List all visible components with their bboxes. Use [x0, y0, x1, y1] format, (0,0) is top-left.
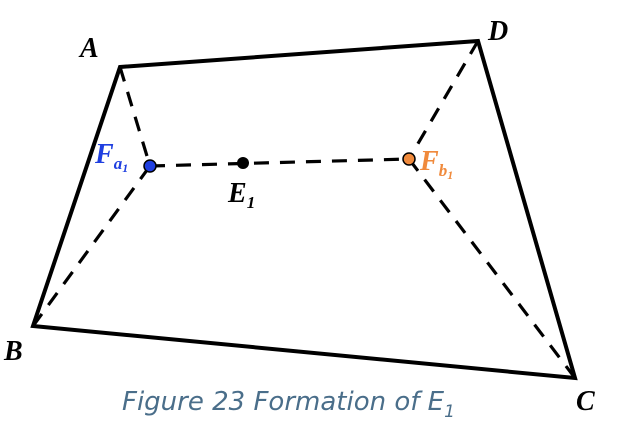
- label-fa1: Fa1: [94, 139, 128, 175]
- quadrilateral-abcd: [30, 38, 578, 381]
- label-c: C: [576, 386, 595, 417]
- label-e1-sub: 1: [247, 193, 256, 212]
- figure-caption: Figure 23 Formation of E1: [122, 387, 455, 422]
- label-e1-main: E: [227, 178, 247, 209]
- point-fb1: [402, 152, 416, 166]
- figure-caption-text: Figure 23 Formation of E: [122, 387, 445, 417]
- label-fa1-main: F: [94, 139, 114, 170]
- label-e1: E1: [227, 178, 255, 212]
- label-b: B: [3, 336, 23, 367]
- segment-c-fb1: [407, 158, 577, 379]
- figure-caption-sub: 1: [444, 402, 455, 422]
- point-e1: [237, 157, 249, 169]
- label-fb1-main: F: [419, 146, 439, 177]
- segment-b-fa1: [31, 165, 152, 327]
- label-fa1-sub: a: [114, 154, 123, 173]
- label-fb1-sub: b: [439, 161, 448, 180]
- label-fb1-subsub: 1: [447, 168, 453, 182]
- segment-fa1-fb1: [149, 157, 410, 168]
- segment-a-fa1: [118, 66, 152, 167]
- point-fa1: [143, 159, 157, 173]
- label-a: A: [78, 33, 99, 64]
- segment-d-fb1: [407, 40, 480, 160]
- label-d: D: [487, 16, 508, 47]
- label-fa1-subsub: 1: [122, 161, 128, 175]
- label-fb1: Fb1: [419, 146, 453, 182]
